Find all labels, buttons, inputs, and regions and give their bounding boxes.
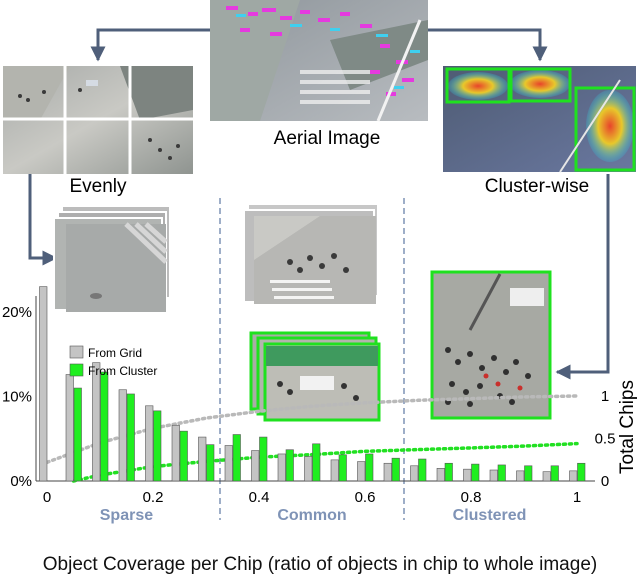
- bar-series: [39, 286, 586, 482]
- common-cluster-chip-stack: [249, 331, 381, 422]
- grid-bar: [145, 405, 154, 482]
- grid-bar: [569, 470, 578, 482]
- x-tick-label: 1: [573, 489, 581, 506]
- clustered-chip: [430, 270, 552, 420]
- cluster-bar: [391, 457, 400, 482]
- aerial-image-thumbnail: [210, 0, 428, 122]
- arrow-cluster-to-chip: [555, 174, 610, 380]
- arrow-to-evenly: [90, 28, 210, 62]
- y-tick-label: 10%: [2, 389, 32, 406]
- cluster-bar: [444, 462, 453, 482]
- grid-bar: [39, 286, 48, 482]
- legend-label: From Grid: [88, 346, 142, 360]
- cluster-bar: [365, 453, 374, 482]
- common-grid-chip-stack: [243, 203, 379, 304]
- grid-bar: [542, 471, 551, 482]
- cluster-wise-label: Cluster-wise: [485, 176, 590, 197]
- cluster-bar: [206, 444, 215, 482]
- grid-bar: [65, 374, 74, 482]
- x-tick-label: 0.6: [355, 489, 376, 506]
- cluster-bar: [232, 434, 241, 482]
- region-labels: Sparse Common Clustered: [100, 507, 527, 524]
- grid-bar: [118, 389, 127, 482]
- x-axis-ticks: 0 0.2 0.4 0.6 0.8 1: [43, 489, 581, 506]
- aerial-image-label: Aerial Image: [274, 128, 381, 149]
- evenly-chip-stack: [53, 205, 171, 312]
- region-dividers: [219, 198, 405, 520]
- arrow-to-cluster-wise: [428, 28, 548, 62]
- cluster-bar: [73, 387, 82, 482]
- x-tick-label: 0: [43, 489, 51, 506]
- right-tick-label: 1: [601, 388, 609, 405]
- cluster-wise-thumbnail: [443, 66, 636, 173]
- arrow-evenly-to-chips: [28, 174, 58, 266]
- cluster-bar: [153, 410, 162, 482]
- cluster-bar: [550, 465, 559, 482]
- grid-bar: [516, 470, 525, 482]
- cluster-bar: [471, 463, 480, 482]
- cluster-total-curve: [71, 441, 579, 483]
- x-tick-label: 0.4: [249, 489, 270, 506]
- cluster-bar: [418, 458, 427, 482]
- region-label-sparse: Sparse: [100, 507, 153, 524]
- cluster-bar: [126, 393, 135, 482]
- flow-arrows: [28, 28, 610, 380]
- right-tick-label: 0: [601, 473, 609, 490]
- legend-label: From Cluster: [88, 364, 157, 378]
- legend-swatch: [69, 345, 84, 359]
- grid-bar: [436, 468, 445, 482]
- cluster-bar: [524, 465, 533, 482]
- grid-bar: [304, 456, 313, 482]
- grid-bar: [489, 469, 498, 482]
- grid-total-curve: [45, 394, 579, 465]
- grid-bar: [198, 436, 207, 482]
- cluster-bar: [312, 443, 321, 482]
- grid-bar: [357, 461, 366, 482]
- y-tick-label: 20%: [2, 304, 32, 321]
- cluster-bar: [497, 464, 506, 482]
- grid-bar: [92, 362, 101, 482]
- region-label-common: Common: [277, 507, 346, 524]
- cluster-bar: [285, 449, 294, 482]
- x-tick-label: 0.2: [143, 489, 164, 506]
- grid-bar: [463, 468, 472, 482]
- right-axis-title: Total Chips: [617, 380, 638, 474]
- x-tick-label: 0.8: [461, 489, 482, 506]
- cluster-bar: [338, 454, 347, 482]
- legend-swatch: [69, 363, 84, 377]
- y-tick-label: 0%: [10, 473, 32, 490]
- cluster-bar: [100, 371, 109, 482]
- grid-bar: [171, 424, 180, 482]
- grid-bar: [251, 450, 260, 482]
- cluster-bar: [259, 436, 268, 482]
- total-chips-curves: [45, 394, 579, 483]
- y-axis-ticks: 0% 10% 20%: [2, 304, 32, 490]
- region-label-clustered: Clustered: [453, 507, 527, 524]
- grid-bar: [224, 445, 233, 482]
- evenly-label: Evenly: [69, 176, 127, 197]
- right-axis-ticks: 00.51: [595, 388, 616, 490]
- cluster-bar: [577, 462, 586, 482]
- grid-bar: [410, 465, 419, 482]
- grid-bar: [330, 459, 339, 482]
- x-axis-title: Object Coverage per Chip (ratio of objec…: [42, 554, 598, 575]
- grid-bar: [277, 453, 286, 482]
- grid-bar: [383, 462, 392, 482]
- right-tick-label: 0.5: [595, 431, 616, 448]
- evenly-grid-thumbnail: [3, 66, 193, 174]
- cluster-bar: [179, 430, 188, 482]
